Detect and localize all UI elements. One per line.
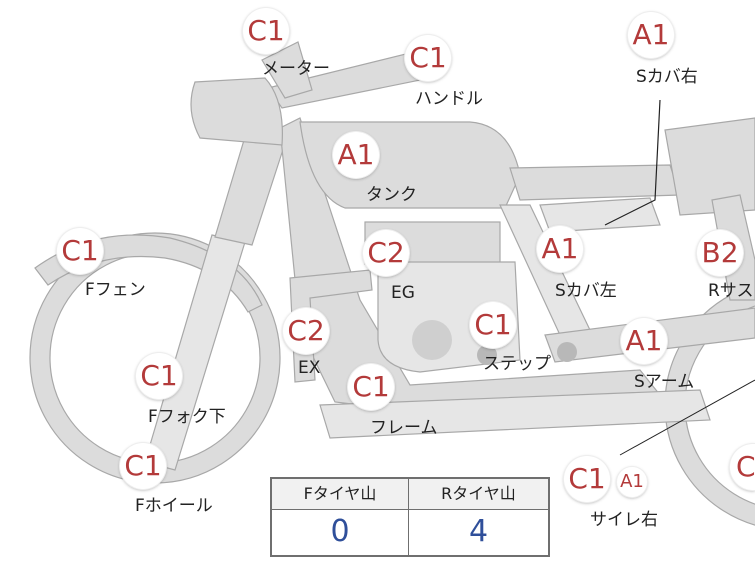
s-arm-grade-badge: A1 xyxy=(621,318,667,364)
tank-label: タンク xyxy=(366,185,417,205)
leader-line-silencer xyxy=(619,379,755,456)
rear-tire-header: Rタイヤ山 xyxy=(409,479,548,510)
step-label: ステップ xyxy=(483,354,551,374)
f-fork-low-label: Fフォク下 xyxy=(148,407,226,427)
silencer-r-grade-badge: C1 xyxy=(564,456,610,502)
tank-grade-badge: A1 xyxy=(333,132,379,178)
handle-grade-badge: C1 xyxy=(405,35,451,81)
s-cover-r-label: Sカバ右 xyxy=(636,67,698,87)
s-arm-label: Sアーム xyxy=(634,372,695,392)
seat-shape xyxy=(509,164,681,201)
s-cover-l-label: Sカバ左 xyxy=(555,281,617,301)
silencer-r-grade2-badge: A1 xyxy=(617,467,647,497)
f-fender-label: Fフェン xyxy=(85,280,146,300)
footpeg-shape xyxy=(477,345,497,365)
frame-grade-badge: C1 xyxy=(348,364,394,410)
r-sus-grade-badge: B2 xyxy=(697,230,743,276)
step-grade-badge: C1 xyxy=(470,302,516,348)
f-fork-low-grade-badge: C1 xyxy=(136,353,182,399)
silencer-r-label: サイレ右 xyxy=(590,510,658,530)
table-divider xyxy=(408,479,409,555)
handle-label: ハンドル xyxy=(415,89,483,109)
s-cover-l-grade-badge: A1 xyxy=(537,226,583,272)
leader-line-s-cover-r xyxy=(604,99,661,226)
frame-shape xyxy=(279,117,662,413)
meter-grade-badge: C1 xyxy=(243,8,289,54)
meter-shape xyxy=(261,41,313,99)
rear-tire-value: 4 xyxy=(468,514,489,549)
tire-tread-table: Fタイヤ山 Rタイヤ山 0 4 xyxy=(270,477,550,557)
f-wheel-grade-badge: C1 xyxy=(120,443,166,489)
headlight-shape xyxy=(190,77,283,146)
front-tire-header: Fタイヤ山 xyxy=(272,479,408,510)
engine-cover-shape xyxy=(412,320,452,360)
f-wheel-label: Fホイール xyxy=(135,496,213,516)
footpeg-shape-2 xyxy=(557,342,577,362)
rear-cowl-shape xyxy=(664,117,755,216)
exhaust-label: EX xyxy=(298,358,321,378)
engine-grade-badge: C2 xyxy=(363,230,409,276)
meter-label: メーター xyxy=(262,59,330,79)
front-tire-value: 0 xyxy=(330,514,350,549)
side-cover-shape xyxy=(539,197,661,233)
exhaust-grade-badge: C2 xyxy=(283,308,329,354)
frame-lower-shape xyxy=(319,389,711,439)
engine-label: EG xyxy=(391,283,415,303)
r-sus-label: Rサス xyxy=(708,281,754,301)
s-cover-r-grade-badge: A1 xyxy=(628,12,674,58)
f-fender-grade-badge: C1 xyxy=(57,228,103,274)
frame-label: フレーム xyxy=(370,418,438,438)
